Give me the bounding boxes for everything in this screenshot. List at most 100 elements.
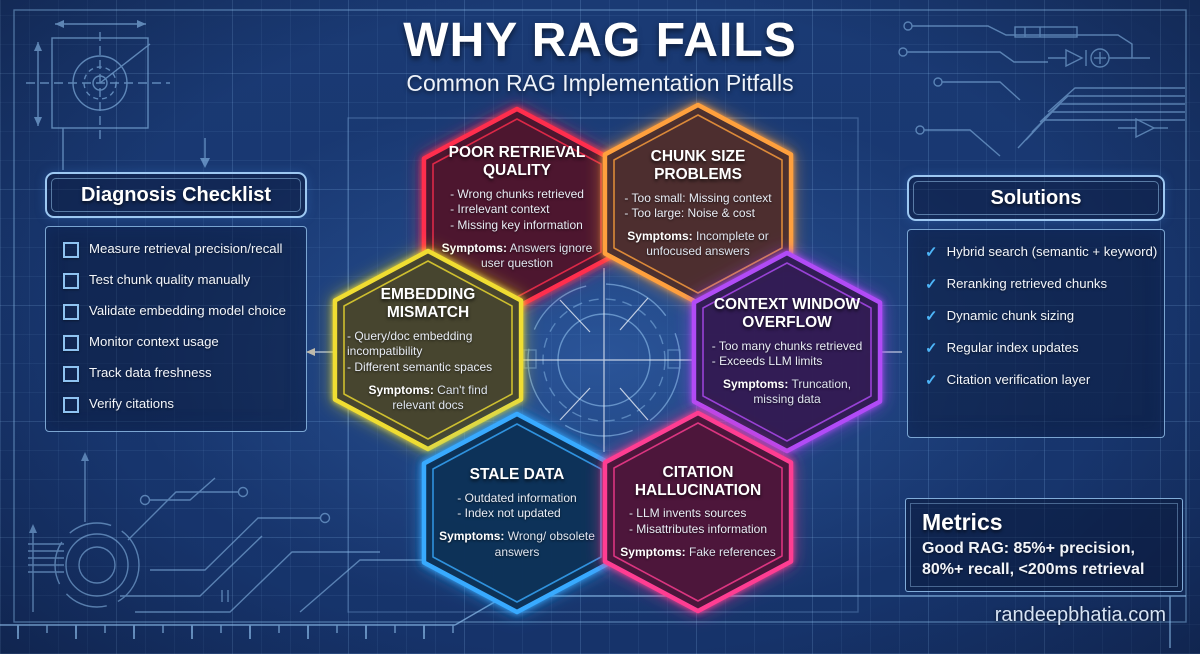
hexagon-shape (602, 410, 794, 614)
hexagon-point: - Wrong chunks retrieved (450, 186, 584, 201)
circuit-traces-top-right-decoration (898, 21, 1185, 157)
checklist-title: Diagnosis Checklist (80, 183, 272, 206)
checklist-item: Monitor context usage (63, 334, 294, 351)
hexagon-symptoms: Symptoms: Can't find relevant docs (349, 383, 507, 414)
symptoms-text: Incomplete or unfocused answers (646, 228, 769, 259)
checklist-item: Validate embedding model choice (63, 303, 294, 320)
hexagon-content: CONTEXT WINDOW OVERFLOW - Too many chunk… (694, 253, 880, 451)
hexagon-content: EMBEDDING MISMATCH - Query/doc embedding… (335, 251, 521, 449)
solutions-header: Solutions (907, 175, 1165, 221)
page-title: WHY RAG FAILS (403, 14, 797, 67)
checklist-item-label: Test chunk quality manually (89, 272, 251, 287)
solution-item: ✓ Citation verification layer (925, 372, 1152, 390)
hexagon-point: - LLM invents sources (628, 506, 747, 521)
solution-item: ✓ Hybrid search (semantic + keyword) (925, 244, 1157, 262)
checklist-item-label: Track data freshness (89, 365, 212, 380)
hexagon-shape (691, 250, 883, 454)
metrics-text: Good RAG: 85%+ precision, 80%+ recall, <… (922, 540, 1145, 578)
hexagon-shape (602, 102, 794, 306)
hexagon-context-window-overflow: CONTEXT WINDOW OVERFLOW - Too many chunk… (691, 250, 883, 454)
metrics-box: Metrics Good RAG: 85%+ precision, 80%+ r… (905, 498, 1183, 592)
checklist-item-label: Monitor context usage (89, 334, 219, 349)
symptoms-label: Symptoms: (439, 528, 505, 543)
solution-item-label: Hybrid search (semantic + keyword) (946, 244, 1158, 259)
hexagon-symptoms: Symptoms: Truncation, missing data (708, 377, 866, 408)
hexagon-point: - Query/doc embedding incompatibility (347, 328, 473, 359)
hexagon-citation-hallucination: CITATION HALLUCINATION - LLM invents sou… (602, 410, 794, 614)
symptoms-text: Answers ignore user question (480, 240, 593, 271)
hexagon-point: - Exceeds LLM limits (711, 354, 823, 369)
solution-item-label: Citation verification layer (946, 372, 1091, 387)
footer-site-url: randeepbhatia.com (994, 604, 1166, 626)
page-header: WHY RAG FAILS Common RAG Implementation … (0, 14, 1200, 97)
hexagon-title: EMBEDDING MISMATCH (380, 286, 476, 322)
check-icon: ✓ (925, 372, 938, 389)
hexagon-content: CHUNK SIZE PROBLEMS - Too small: Missing… (605, 105, 791, 303)
checkbox-icon (63, 273, 79, 289)
hexagon-title: CITATION HALLUCINATION (634, 463, 762, 499)
hexagon-symptoms: Symptoms: Wrong/ obsolete answers (438, 529, 596, 560)
hexagon-symptoms: Symptoms: Incomplete or unfocused answer… (619, 229, 777, 260)
hexagon-poor-retrieval-quality: POOR RETRIEVAL QUALITY - Wrong chunks re… (421, 106, 613, 310)
symptoms-text: Wrong/ obsolete answers (494, 528, 595, 559)
outer-frame (13, 9, 1187, 623)
checkbox-icon (63, 397, 79, 413)
hexagon-symptoms: Symptoms: Answers ignore user question (438, 241, 596, 272)
hexagon-point: - Too many chunks retrieved (711, 338, 863, 353)
metrics-title: Metrics (922, 509, 1003, 535)
symptoms-text: Truncation, missing data (753, 376, 852, 407)
solution-item-label: Regular index updates (946, 340, 1079, 355)
hexagon-shape (332, 248, 524, 452)
hexagon-point: - Different semantic spaces (347, 360, 493, 375)
check-icon: ✓ (925, 308, 938, 325)
solution-item: ✓ Dynamic chunk sizing (925, 308, 1152, 326)
hexagon-chunk-size-problems: CHUNK SIZE PROBLEMS - Too small: Missing… (602, 102, 794, 306)
checklist-item: Track data freshness (63, 365, 294, 382)
checklist-item-label: Measure retrieval precision/recall (89, 241, 283, 256)
checkbox-icon (63, 304, 79, 320)
page-subtitle: Common RAG Implementation Pitfalls (406, 70, 794, 97)
hexagon-points: - LLM invents sources - Misattributes in… (629, 506, 767, 537)
hexagon-title: POOR RETRIEVAL QUALITY (448, 144, 586, 180)
mechanical-drawing-decoration (26, 20, 210, 170)
hexagon-title: CONTEXT WINDOW OVERFLOW (713, 296, 861, 331)
checkbox-icon (63, 335, 79, 351)
hexagon-point: - Index not updated (457, 506, 561, 521)
solution-item-label: Reranking retrieved chunks (946, 276, 1108, 291)
checkbox-icon (63, 366, 79, 382)
diagnosis-checklist-panel: Diagnosis Checklist Measure retrieval pr… (45, 172, 307, 432)
symptoms-label: Symptoms: (722, 376, 789, 391)
checklist-item: Verify citations (63, 396, 294, 413)
hexagon-point: - Missing key information (450, 218, 583, 233)
checklist-item: Test chunk quality manually (63, 272, 294, 289)
hexagon-points: - Too many chunks retrieved - Exceeds LL… (712, 339, 863, 370)
hexagon-points: - Outdated information - Index not updat… (457, 491, 576, 522)
hexagon-title: STALE DATA (469, 465, 565, 483)
hexagon-content: STALE DATA - Outdated information - Inde… (424, 414, 610, 612)
checkbox-icon (63, 242, 79, 258)
checklist-item-label: Validate embedding model choice (89, 303, 286, 318)
hexagon-point: - Too small: Missing context (624, 190, 772, 205)
solution-item: ✓ Regular index updates (925, 340, 1152, 358)
symptoms-label: Symptoms: (627, 228, 693, 243)
hexagon-title: CHUNK SIZE PROBLEMS (650, 148, 746, 183)
solution-item-label: Dynamic chunk sizing (946, 308, 1075, 323)
hexagon-points: - Query/doc embedding incompatibility - … (347, 329, 509, 376)
solution-item: ✓ Reranking retrieved chunks (925, 276, 1152, 294)
checklist-body: Measure retrieval precision/recall Test … (45, 226, 307, 432)
solutions-body: ✓ Hybrid search (semantic + keyword) ✓ R… (907, 229, 1165, 438)
symptoms-label: Symptoms: (368, 382, 434, 397)
checklist-item-label: Verify citations (89, 396, 175, 411)
check-icon: ✓ (925, 340, 938, 357)
checklist-header: Diagnosis Checklist (45, 172, 307, 218)
hexagon-embedding-mismatch: EMBEDDING MISMATCH - Query/doc embedding… (332, 248, 524, 452)
checklist-item: Measure retrieval precision/recall (63, 241, 294, 258)
symptoms-text: Can't find relevant docs (392, 382, 488, 413)
solutions-panel: Solutions ✓ Hybrid search (semantic + ke… (907, 175, 1165, 438)
hexagon-points: - Too small: Missing context - Too large… (624, 191, 771, 222)
check-icon: ✓ (925, 276, 938, 293)
check-icon: ✓ (925, 244, 938, 261)
solutions-title: Solutions (990, 186, 1082, 209)
